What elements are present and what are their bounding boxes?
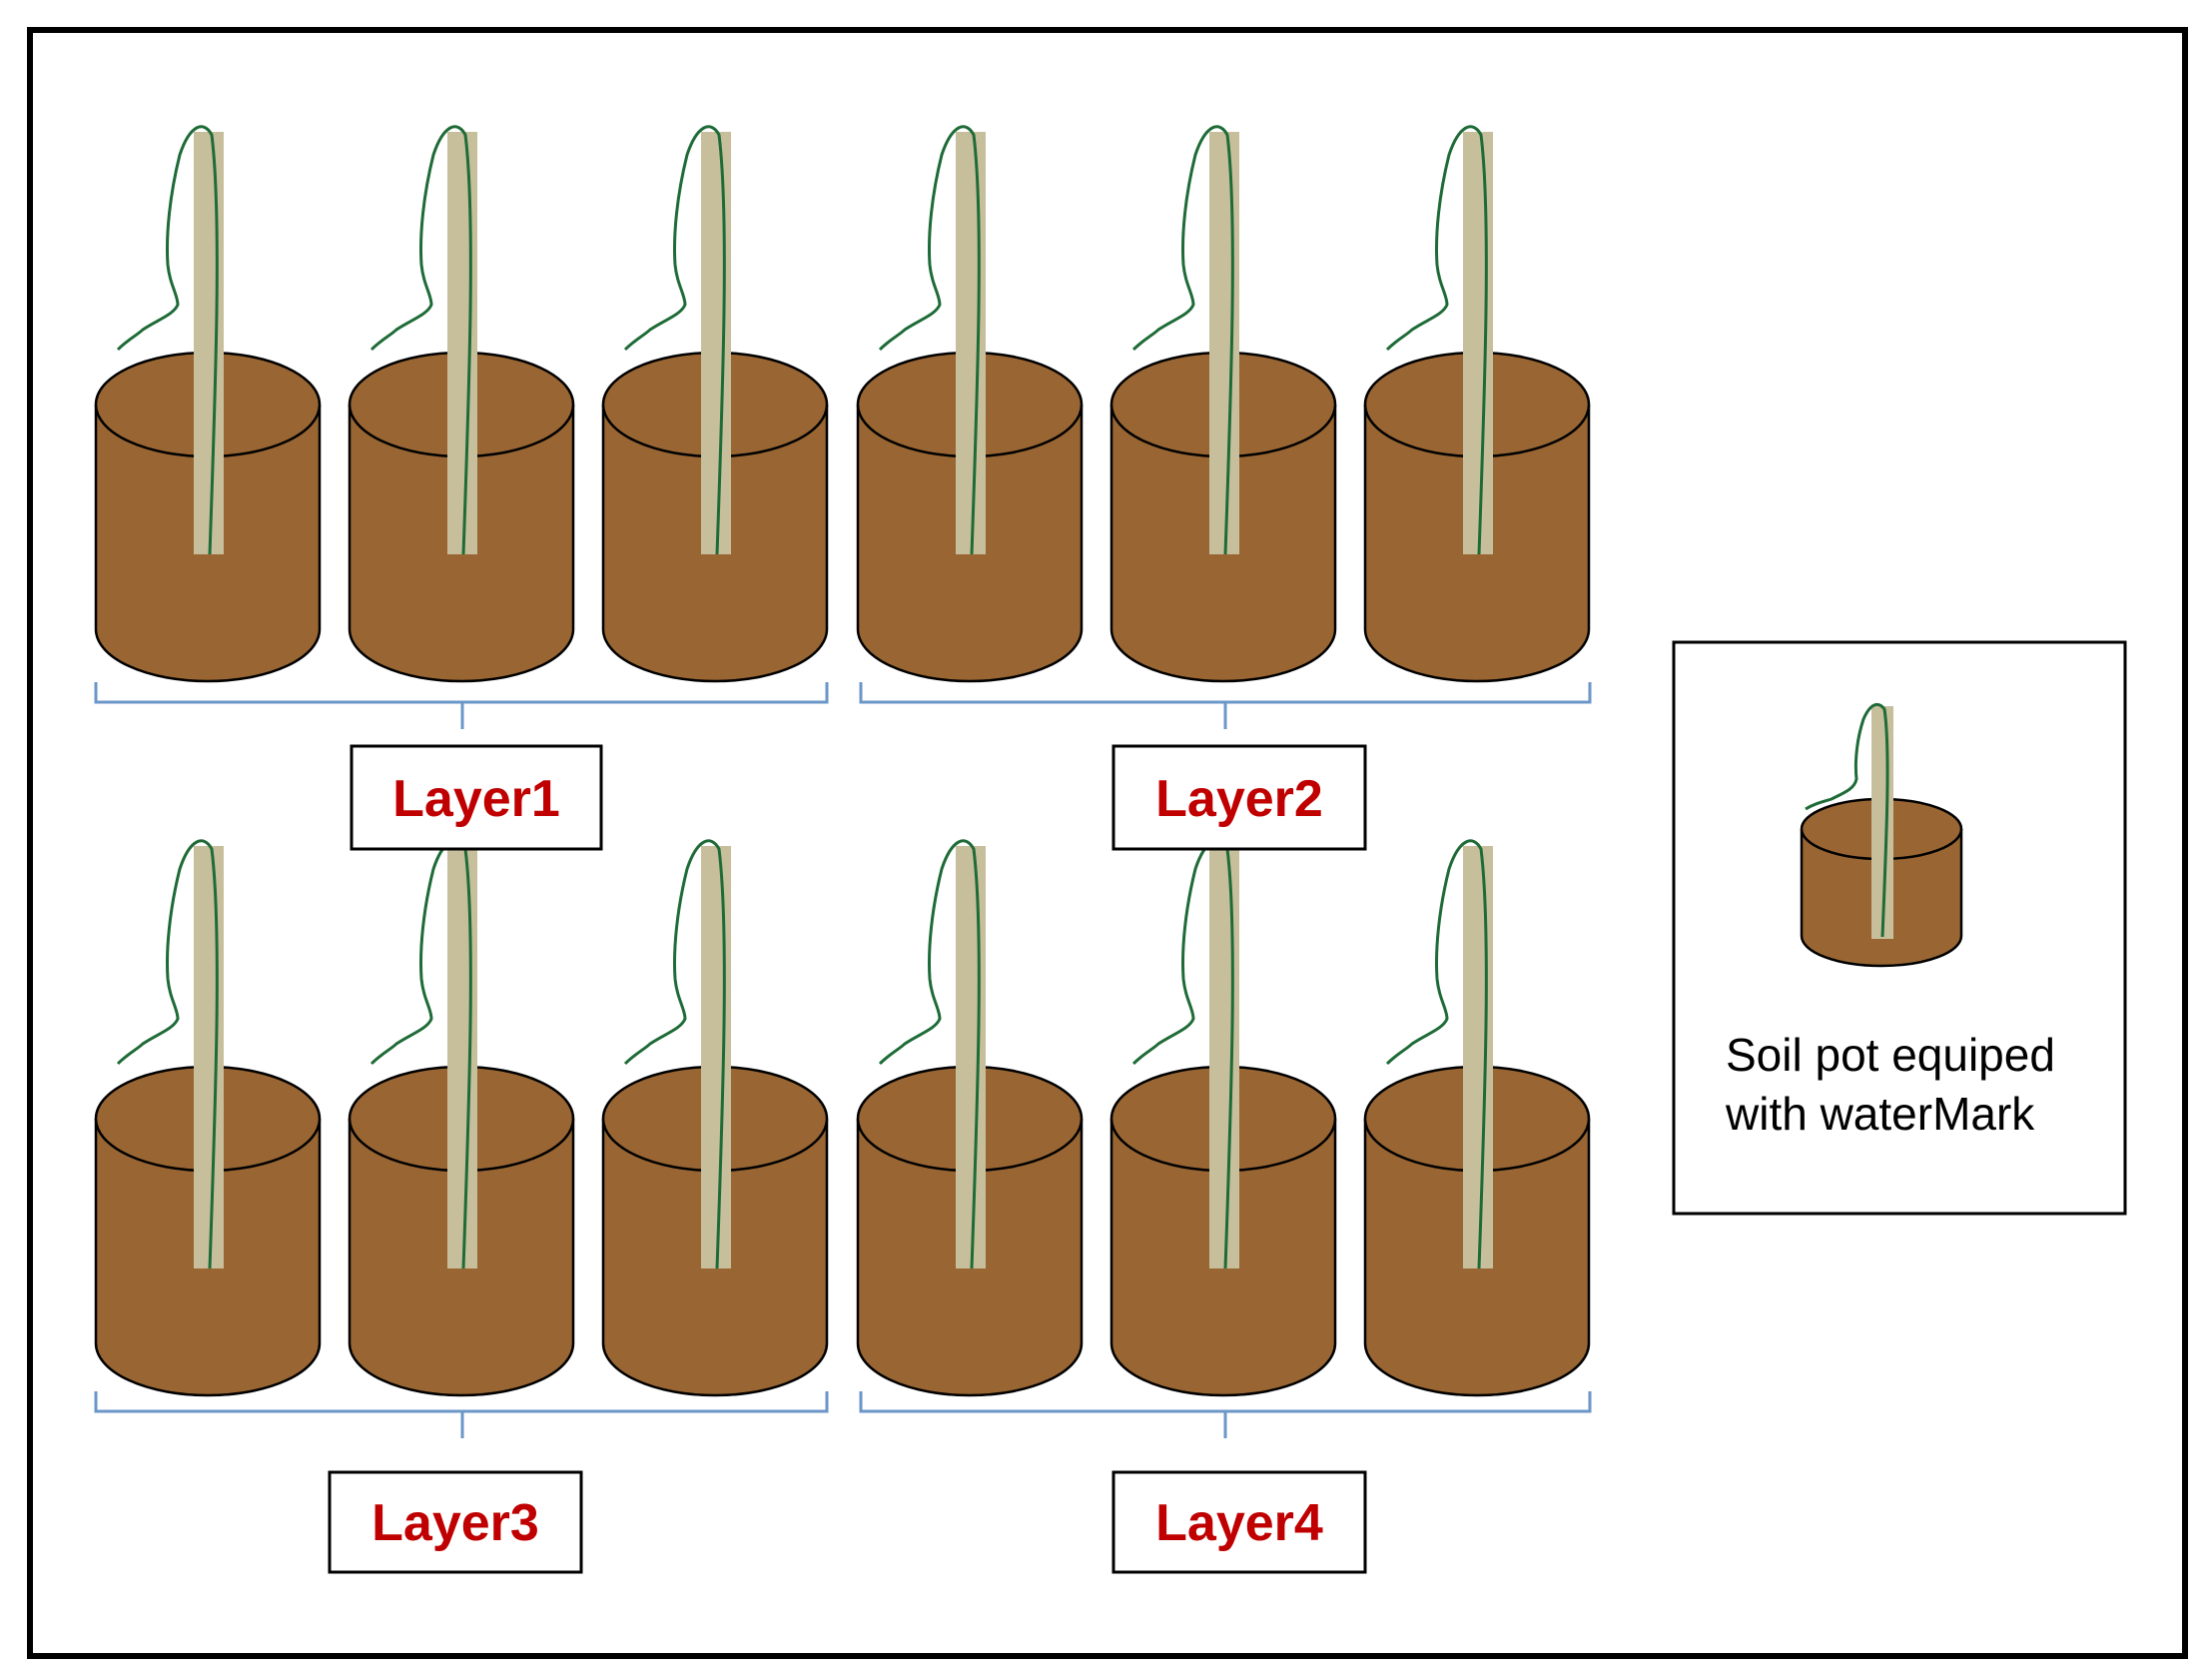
bracket-layer2: [859, 682, 1592, 729]
layer-label-2-text: Layer2: [1155, 770, 1323, 828]
legend-text-line1: Soil pot equiped: [1726, 1029, 2055, 1081]
layer-label-1-text: Layer1: [392, 770, 560, 828]
layer-label-4: Layer4: [1111, 1470, 1367, 1574]
bracket-layer3: [94, 1391, 829, 1438]
bracket-layer4: [859, 1391, 1592, 1438]
bracket-layer1: [94, 682, 829, 729]
layer-label-2: Layer2: [1111, 744, 1367, 851]
layer-label-3: Layer3: [328, 1470, 583, 1574]
layer-label-3-text: Layer3: [371, 1494, 539, 1552]
legend-text-line2: with waterMark: [1725, 1088, 2035, 1140]
layer-label-4-text: Layer4: [1155, 1494, 1323, 1552]
layer-label-1: Layer1: [350, 744, 603, 851]
legend: Soil pot equiped with waterMark: [1672, 640, 2127, 1216]
